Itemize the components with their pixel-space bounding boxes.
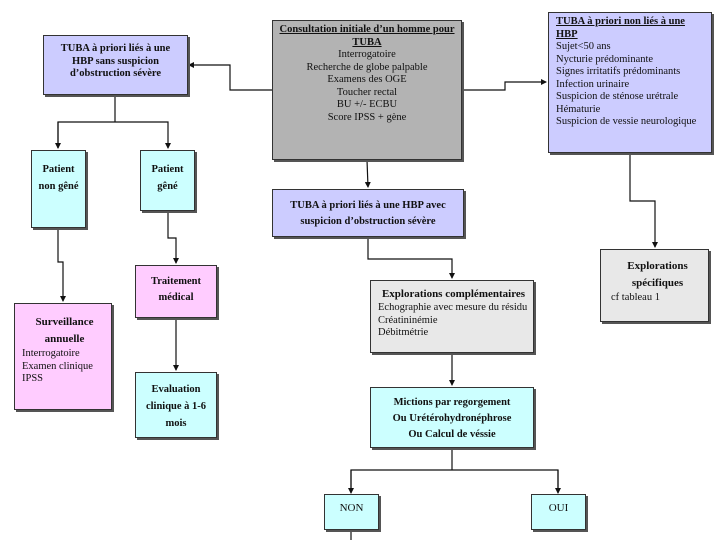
node-oui: OUI bbox=[531, 494, 586, 530]
node-surveillance: Surveillance annuelle Interrogatoire Exa… bbox=[14, 303, 112, 410]
arrow-nongene-to-surveillance bbox=[57, 228, 66, 302]
non-lies-item: Suspicion de vessie neurologique bbox=[556, 116, 697, 127]
patient-gene-title: Patient gêné bbox=[151, 164, 184, 192]
oui-label: OUI bbox=[548, 502, 569, 514]
node-non: NON bbox=[324, 494, 379, 530]
explorations-complementaires-item: Créatininémie bbox=[378, 314, 438, 326]
surveillance-item: Interrogatoire bbox=[22, 348, 80, 359]
node-traitement-medical: Traitement médical bbox=[135, 265, 217, 318]
node-avec-obstruction: TUBA à priori liés à une HBP avec suspic… bbox=[272, 189, 464, 237]
consultation-item: Score IPSS + gène bbox=[327, 111, 407, 123]
consultation-item: Toucher rectal bbox=[336, 86, 398, 98]
arrow-consult-to-sans bbox=[188, 62, 272, 91]
consultation-item: Interrogatoire bbox=[338, 49, 396, 60]
node-consultation: Consultation initiale d’un homme pour TU… bbox=[272, 20, 462, 160]
mictions-line: Ou Calcul de véssie bbox=[408, 429, 496, 440]
sans-obstruction-title: TUBA à priori liés à une HBP sans suspic… bbox=[60, 43, 171, 79]
evaluation-title: Evaluation clinique à 1-6 mois bbox=[145, 384, 207, 429]
arrow-consult-to-nonlies bbox=[462, 79, 547, 91]
non-label: NON bbox=[339, 502, 364, 514]
arrow-avec-to-complementaires bbox=[367, 237, 455, 279]
node-mictions: Mictions par regorgement Ou Urétérohydro… bbox=[370, 387, 534, 448]
explorations-specifiques-item: cf tableau 1 bbox=[611, 292, 660, 303]
node-evaluation: Evaluation clinique à 1-6 mois bbox=[135, 372, 217, 438]
patient-non-gene-title: Patient non gêné bbox=[38, 164, 79, 192]
non-lies-title: TUBA à priori non liés à une HBP bbox=[556, 16, 685, 40]
node-explorations-specifiques: Explorations spécifiques cf tableau 1 bbox=[600, 249, 709, 322]
node-patient-gene: Patient gêné bbox=[140, 150, 195, 211]
non-lies-item: Hématurie bbox=[556, 103, 601, 115]
node-patient-non-gene: Patient non gêné bbox=[31, 150, 86, 228]
arrow-nonlies-to-specifiques bbox=[629, 153, 658, 248]
surveillance-title: Surveillance annuelle bbox=[35, 316, 94, 345]
explorations-complementaires-item: Echographie avec mesure du résidu bbox=[378, 302, 528, 313]
mictions-line: Mictions par regorgement bbox=[393, 397, 511, 408]
non-lies-item: Suspicion de sténose urétrale bbox=[556, 91, 679, 102]
explorations-complementaires-item: Débitmétrie bbox=[378, 327, 429, 338]
non-lies-item: Signes irritatifs prédominants bbox=[556, 66, 681, 77]
traitement-medical-title: Traitement médical bbox=[151, 276, 201, 303]
explorations-complementaires-title: Explorations complémentaires bbox=[381, 288, 526, 300]
consultation-item: Examens des OGE bbox=[327, 74, 407, 85]
node-non-lies: TUBA à priori non liés à une HBP Sujet<5… bbox=[548, 12, 712, 153]
explorations-specifiques-title: Explorations spécifiques bbox=[627, 260, 688, 289]
arrow-consult-to-avec bbox=[364, 159, 371, 188]
consultation-title: Consultation initiale d’un homme pour TU… bbox=[279, 24, 455, 48]
surveillance-item: IPSS bbox=[22, 373, 44, 384]
consultation-item: Recherche de globe palpable bbox=[306, 61, 428, 73]
avec-obstruction-title: TUBA à priori liés à une HBP avec suspic… bbox=[290, 200, 446, 227]
non-lies-item: Sujet<50 ans bbox=[556, 41, 611, 52]
node-explorations-complementaires: Explorations complémentaires Echographie… bbox=[370, 280, 534, 353]
surveillance-item: Examen clinique bbox=[22, 360, 93, 372]
mictions-line: Ou Urétérohydronéphrose bbox=[392, 413, 512, 424]
arrow-gene-to-medical bbox=[167, 211, 179, 264]
non-lies-item: Nycturie prédominante bbox=[556, 53, 654, 65]
node-sans-obstruction: TUBA à priori liés à une HBP sans suspic… bbox=[43, 35, 188, 95]
non-lies-item: Infection urinaire bbox=[556, 78, 630, 90]
consultation-item: BU +/- ECBU bbox=[336, 99, 398, 110]
